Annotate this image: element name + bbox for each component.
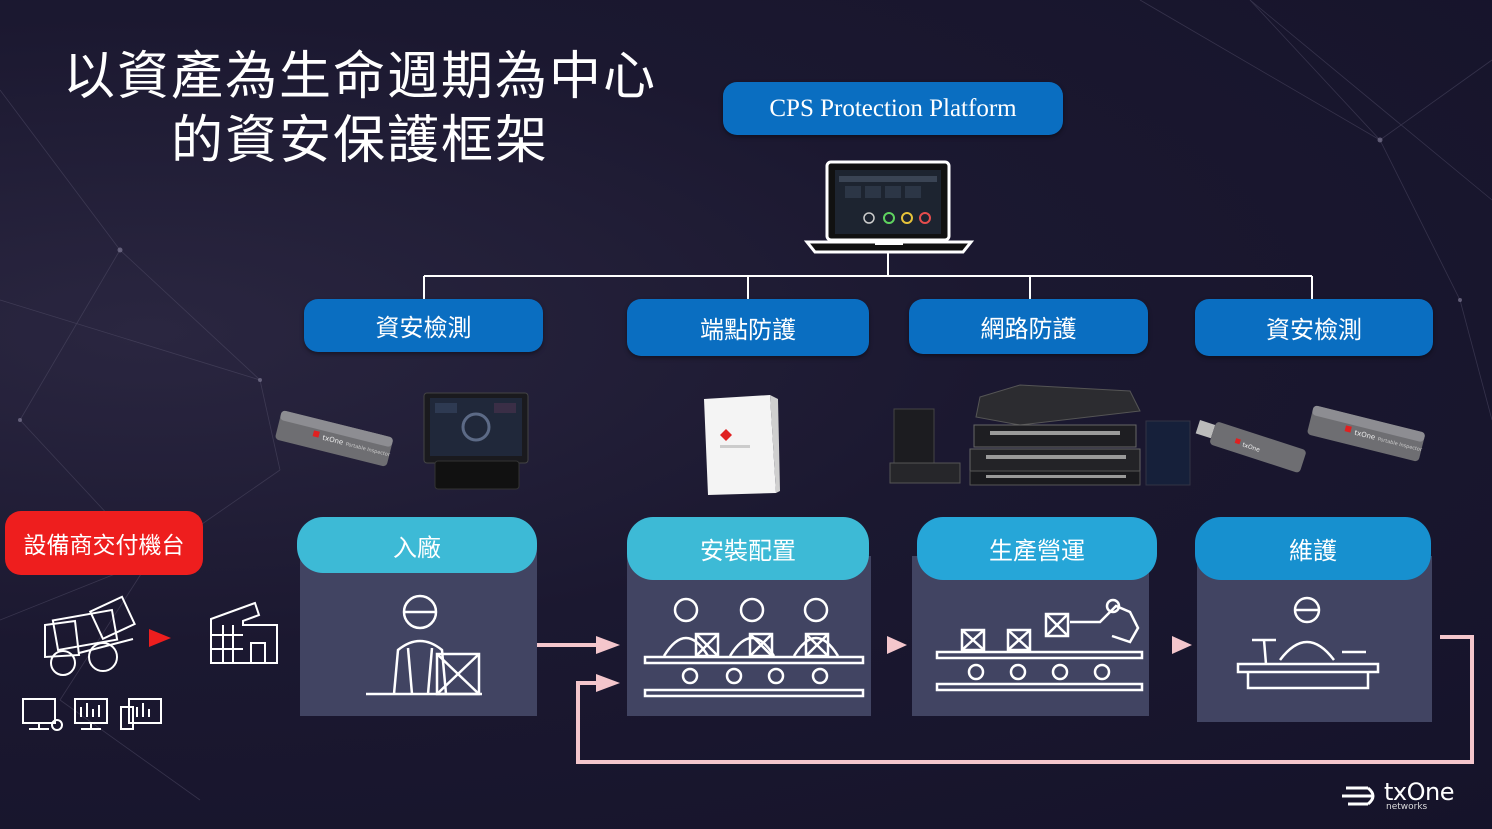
factory-icon — [210, 601, 278, 664]
category-security-inspection-1: 資安檢測 — [304, 299, 543, 352]
assembly-workers-icon — [643, 597, 865, 698]
network-switches-icon — [889, 384, 1191, 486]
vendor-label: 設備商交付機台 — [23, 533, 185, 559]
flow-arrows — [537, 635, 1474, 764]
category-label: 資安檢測 — [1266, 316, 1362, 344]
stage-label: 入廠 — [393, 533, 441, 562]
category-endpoint-protection: 端點防護 — [627, 299, 869, 356]
category-label: 資安檢測 — [375, 314, 472, 342]
logo-sub: networks — [1386, 802, 1428, 812]
title-line-2: 的資安保護框架 — [170, 111, 549, 171]
category-label: 端點防護 — [700, 316, 796, 344]
production-line-icon — [935, 598, 1144, 692]
logo-name: txOne — [1384, 778, 1454, 806]
laptop-icon — [803, 160, 975, 254]
tablet-appliance-icon — [423, 392, 529, 490]
truck-icon — [44, 595, 136, 676]
platform-pill: CPS Protection Platform — [723, 82, 1063, 135]
stage-head-maintenance: 維護 — [1195, 517, 1431, 580]
software-box-icon — [704, 395, 780, 495]
usb-inspector-icon: txOne Portable Inspector — [275, 410, 393, 467]
maintenance-worker-icon — [1236, 596, 1380, 690]
usb-inspector-icon: txOne Portable Inspector — [1307, 405, 1425, 462]
category-network-protection: 網路防護 — [909, 299, 1148, 354]
txone-logo-icon — [1342, 786, 1375, 806]
stage-panel-intake — [300, 548, 537, 716]
stage-head-install: 安裝配置 — [627, 517, 869, 580]
stage-panel-maintenance — [1197, 556, 1432, 722]
stage-label: 維護 — [1289, 537, 1337, 565]
title-line-1: 以資產為生命週期為中心 — [62, 47, 657, 107]
vendor-delivery-pill: 設備商交付機台 — [5, 511, 203, 575]
stage-head-operation: 生產營運 — [917, 517, 1157, 580]
category-label: 網路防護 — [980, 315, 1077, 343]
worker-box-icon — [366, 594, 482, 696]
red-arrow-icon — [149, 629, 171, 647]
category-security-inspection-2: 資安檢測 — [1195, 299, 1433, 356]
stage-label: 生產營運 — [989, 537, 1085, 565]
stage-label: 安裝配置 — [700, 537, 796, 565]
monitors-icon — [22, 698, 162, 731]
product-images: txOne Portable Inspector txOne — [275, 384, 1425, 495]
stage-head-intake: 入廠 — [297, 517, 537, 573]
page-title: 以資產為生命週期為中心 的資安保護框架 — [40, 45, 680, 173]
platform-label: CPS Protection Platform — [769, 94, 1017, 122]
vendor-icons — [22, 595, 278, 731]
usb-inspector-icon: txOne — [1195, 420, 1306, 473]
txone-logo: txOne networks — [1342, 778, 1462, 818]
